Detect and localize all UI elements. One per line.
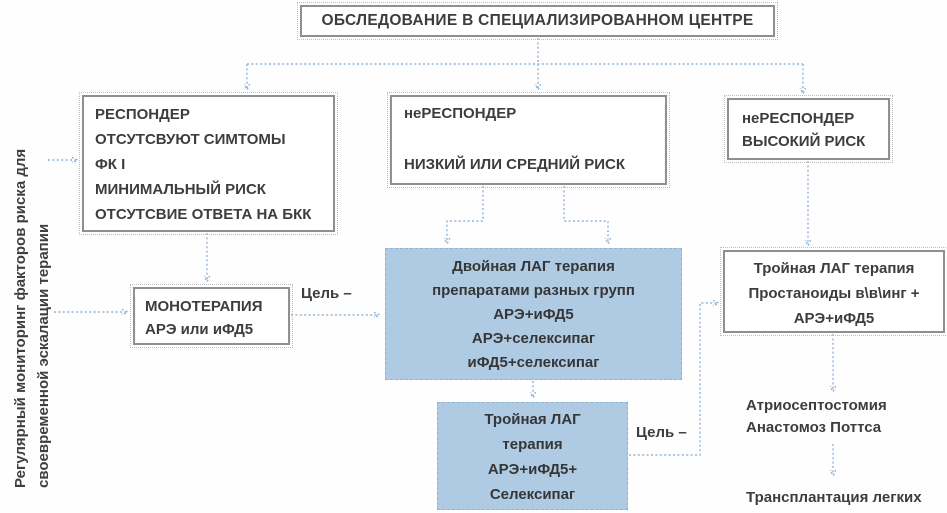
node-nonresponder-high: неРЕСПОНДЕР ВЫСОКИЙ РИСК <box>724 95 893 163</box>
goal-not-achieved-label-mono: Цель – <box>301 285 352 302</box>
responder-line: МИНИМАЛЬНЫЙ РИСК <box>95 181 266 198</box>
triple-oral-line: Тройная ЛАГ <box>484 411 581 428</box>
risk-monitoring-note: Регулярный мониторинг факторов риска для… <box>9 38 55 488</box>
node-triple-prostanoid-therapy: Тройная ЛАГ терапия Простаноиды в\в\инг … <box>720 247 947 336</box>
septostomy-text: Атриосептостомия Анастомоз Поттса <box>746 395 887 439</box>
responder-line: ОТСУТСВУЮТ СИМТОМЫ <box>95 131 286 148</box>
dual-therapy-line: АРЭ+иФД5 <box>493 306 574 323</box>
triple-prostanoid-line: АРЭ+иФД5 <box>793 310 875 327</box>
dual-therapy-line: препаратами разных групп <box>432 282 635 299</box>
goal-not-achieved-label-triple: Цель – <box>636 424 687 441</box>
responder-line: РЕСПОНДЕР <box>95 106 190 123</box>
lung-transplant-text: Трансплантация легких <box>746 489 922 506</box>
node-responder: РЕСПОНДЕР ОТСУТСВУЮТ СИМТОМЫ ФК I МИНИМА… <box>79 92 338 235</box>
nonresponder-mid-line1: неРЕСПОНДЕР <box>404 105 517 122</box>
node-dual-therapy: Двойная ЛАГ терапия препаратами разных г… <box>385 248 682 380</box>
node-monotherapy: МОНОТЕРАПИЯ АРЭ или иФД5 <box>130 284 293 348</box>
nonresponder-high-line1: неРЕСПОНДЕР <box>742 110 855 127</box>
triple-prostanoid-line: Простаноиды в\в\инг + <box>748 285 920 302</box>
dual-therapy-line: иФД5+селексипаг <box>467 354 600 371</box>
monotherapy-line1: МОНОТЕРАПИЯ <box>145 298 263 315</box>
dual-therapy-line: АРЭ+селексипаг <box>471 330 596 347</box>
connector-mid-to-dual-left <box>447 186 484 243</box>
triple-prostanoid-line: Тройная ЛАГ терапия <box>753 260 915 277</box>
dual-therapy-line: Двойная ЛАГ терапия <box>452 258 615 275</box>
responder-line: ОТСУТСВИЕ ОТВЕТА НА БКК <box>95 206 312 223</box>
triple-oral-line: АРЭ+иФД5+ <box>487 461 578 478</box>
connector-mid-to-dual-right <box>563 186 608 243</box>
risk-monitoring-note-line1: Регулярный мониторинг факторов риска <box>12 180 29 488</box>
triple-oral-line: Селексипаг <box>489 486 576 503</box>
node-specialized-center: ОБСЛЕДОВАНИЕ В СПЕЦИАЛИЗИРОВАННОМ ЦЕНТРЕ <box>297 2 778 40</box>
triple-oral-line: терапия <box>502 436 563 453</box>
nonresponder-high-line2: ВЫСОКИЙ РИСК <box>742 133 866 150</box>
nonresponder-mid-line2: НИЗКИЙ ИЛИ СРЕДНИЙ РИСК <box>404 156 626 173</box>
monotherapy-line2: АРЭ или иФД5 <box>145 321 254 338</box>
septostomy-line1: Атриосептостомия <box>746 397 887 414</box>
responder-line: ФК I <box>95 156 126 173</box>
connector-top-trunk <box>247 38 803 65</box>
septostomy-line2: Анастомоз Поттса <box>746 419 882 436</box>
node-nonresponder-low-medium: неРЕСПОНДЕР НИЗКИЙ ИЛИ СРЕДНИЙ РИСК <box>387 92 670 188</box>
node-specialized-center-label: ОБСЛЕДОВАНИЕ В СПЕЦИАЛИЗИРОВАННОМ ЦЕНТРЕ <box>321 12 754 29</box>
node-triple-oral-therapy: Тройная ЛАГ терапия АРЭ+иФД5+ Селексипаг <box>437 402 628 510</box>
